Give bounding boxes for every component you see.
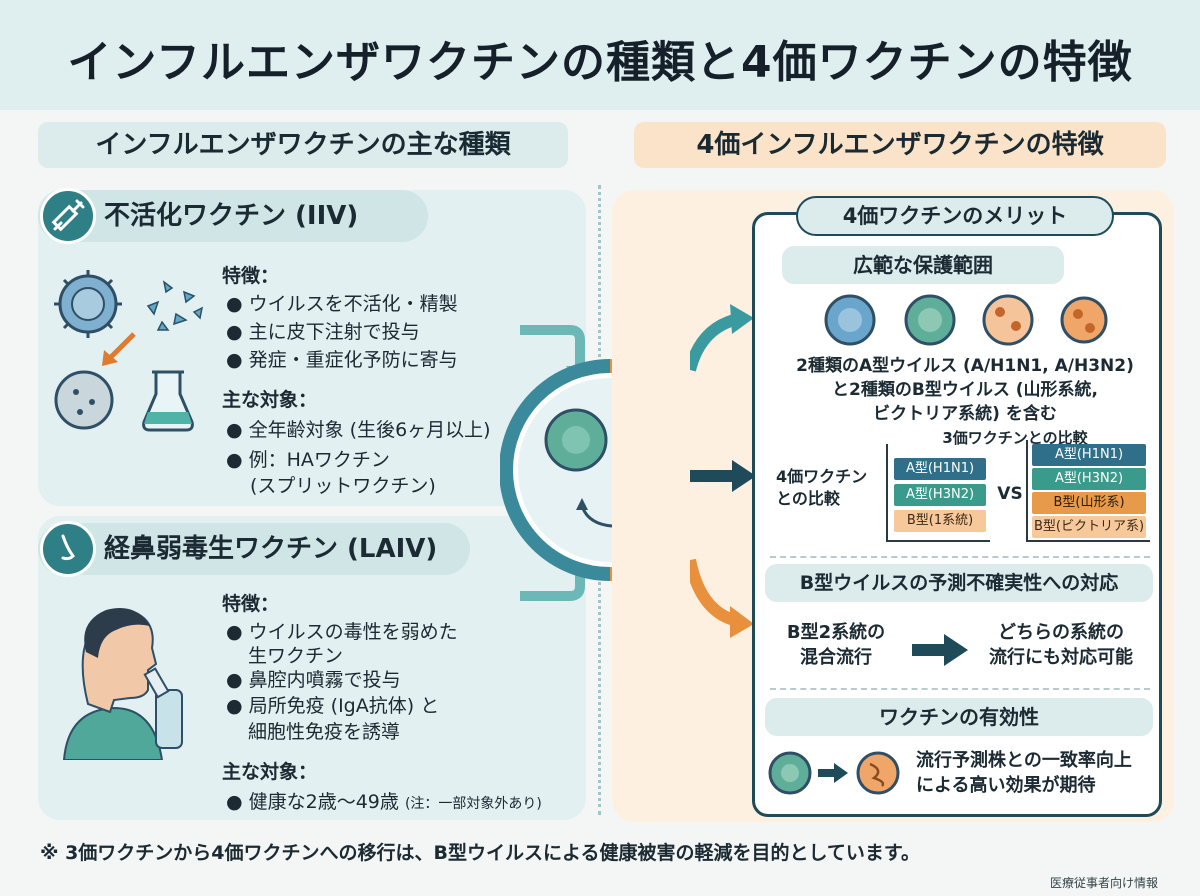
compare-left-label: 4価ワクチン との比較 [776, 466, 886, 510]
vs-label: VS [997, 484, 1023, 504]
virus-b-yamagata-icon [982, 294, 1034, 346]
laiv-feature-2: 生ワクチン [248, 645, 344, 667]
virus-b-victoria-icon [1060, 296, 1108, 344]
title-band [0, 0, 1200, 110]
inactivated-virus-icon [54, 370, 114, 430]
trivalent-bar-3: B型(1系統) [894, 510, 986, 532]
laiv-features-label: 特徴： [222, 593, 280, 615]
right-section-header: 4価インフルエンザワクチンの特徴 [634, 122, 1166, 168]
quadrivalent-bracket [1026, 440, 1150, 542]
virus-a-h1n1-icon [824, 294, 876, 346]
range-line-1: 2種類のA型ウイルス (A/H1N1, A/H3N2) [796, 356, 1134, 376]
range-line-3: ビクトリア系統) を含む [873, 404, 1057, 424]
iiv-target-2: ● 例：HAワクチン [226, 449, 390, 471]
virus-row [824, 294, 1108, 346]
iiv-features-label: 特徴： [222, 265, 280, 287]
merit-title: 4価ワクチンのメリット [796, 196, 1114, 236]
virus-b-small-icon [856, 751, 900, 795]
flask-icon [142, 370, 194, 432]
laiv-feature-3: ● 鼻腔内噴霧で投与 [226, 669, 401, 691]
person-icon [62, 608, 164, 760]
trivalent-bracket [886, 444, 990, 542]
uncertainty-title: B型ウイルスの予測不確実性への対応 [765, 564, 1153, 602]
iiv-title: 不活化ワクチン (IIV) [38, 190, 428, 242]
person-spray-illustration [62, 608, 183, 760]
iiv-target-1: ● 全年齢対象 (生後6ヶ月以上) [226, 419, 491, 441]
iiv-panel [38, 190, 586, 506]
separator-1 [770, 556, 1150, 558]
virus-a-small-icon [768, 751, 812, 795]
quadrivalent-bar-3: B型(山形系) [1032, 492, 1146, 514]
laiv-title: 経鼻弱毒生ワクチン (LAIV) [38, 523, 470, 575]
arrow-icon [102, 332, 136, 366]
quadrivalent-bar-2: A型(H3N2) [1032, 468, 1146, 490]
trivalent-bar-1: A型(H1N1) [894, 458, 986, 480]
spray-icon [143, 667, 183, 749]
virus-a-icon [544, 408, 608, 472]
laiv-targets-label: 主な対象： [222, 761, 318, 783]
quadrivalent-bar-1: A型(H1N1) [1032, 444, 1146, 466]
syringe-icon-svg [51, 199, 85, 232]
effectiveness-line-1: 流行予測株との一致率向上 [916, 750, 1132, 771]
separator-2 [770, 688, 1150, 690]
uncertainty-right: どちらの系統の 流行にも対応可能 [968, 620, 1154, 670]
iiv-connector-arrow [520, 325, 585, 370]
laiv-feature-5: 細胞性免疫を誘導 [248, 721, 401, 743]
uncertainty-left: B型2系統の 混合流行 [766, 620, 906, 670]
range-title: 広範な保護範囲 [782, 246, 1064, 284]
page-title: インフルエンザワクチンの種類と4価ワクチンの特徴 [67, 37, 1133, 88]
effectiveness-graphic [768, 751, 900, 795]
left-section-header: インフルエンザワクチンの主な種類 [38, 122, 568, 168]
iiv-targets-label: 主な対象： [222, 389, 318, 411]
uncertainty-left-line-1: B型2系統の [786, 622, 886, 643]
iiv-feature-2: ● 主に皮下注射で投与 [226, 321, 420, 343]
laiv-feature-4: ● 局所免疫 (IgA抗体) と [226, 695, 440, 717]
uncertainty-right-line-2: 流行にも対応可能 [989, 647, 1133, 668]
merit-connector-arrows [690, 304, 756, 638]
trivalent-bar-2: A型(H3N2) [894, 484, 986, 506]
nose-icon-svg [61, 534, 75, 561]
laiv-target: ● 健康な2歳〜49歳 (注：一部対象外あり) [226, 791, 542, 813]
iiv-feature-1: ● ウイルスを不活化・精製 [226, 293, 458, 315]
fragment-icon [146, 280, 204, 331]
laiv-feature-1: ● ウイルスの毒性を弱めた [226, 621, 458, 643]
effectiveness-text: 流行予測株との一致率向上 による高い効果が期待 [916, 748, 1160, 798]
compare-top-label: 3価ワクチンとの比較 [942, 429, 1088, 447]
iiv-feature-3: ● 発症・重症化予防に寄与 [226, 349, 458, 371]
quadrivalent-bar-4: B型(ビクトリア系) [1032, 516, 1146, 538]
laiv-connector-arrow [520, 550, 585, 601]
iiv-illustration [54, 270, 204, 432]
nose-icon [40, 521, 96, 577]
range-line-2: と2種類のB型ウイルス (山形系統, [832, 380, 1098, 400]
effectiveness-title: ワクチンの有効性 [765, 698, 1153, 736]
uncertainty-left-line-2: 混合流行 [800, 647, 872, 668]
right-arrow-icon [912, 634, 968, 666]
compare-left-line-2: との比較 [776, 489, 840, 508]
compare-left-line-1: 4価ワクチン [776, 467, 868, 486]
uncertainty-right-line-1: どちらの系統の [998, 622, 1124, 643]
iiv-target-3: (スプリットワクチン) [250, 475, 436, 497]
virus-a-h3n2-icon [904, 294, 956, 346]
byline: 医療従事者向け情報 [1050, 876, 1159, 890]
footnote: ※ 3価ワクチンから4価ワクチンへの移行は、B型ウイルスによる健康被害の軽減を目… [40, 842, 920, 864]
effectiveness-line-2: による高い効果が期待 [916, 775, 1096, 796]
virus-icon [54, 270, 122, 338]
syringe-icon [40, 188, 96, 244]
